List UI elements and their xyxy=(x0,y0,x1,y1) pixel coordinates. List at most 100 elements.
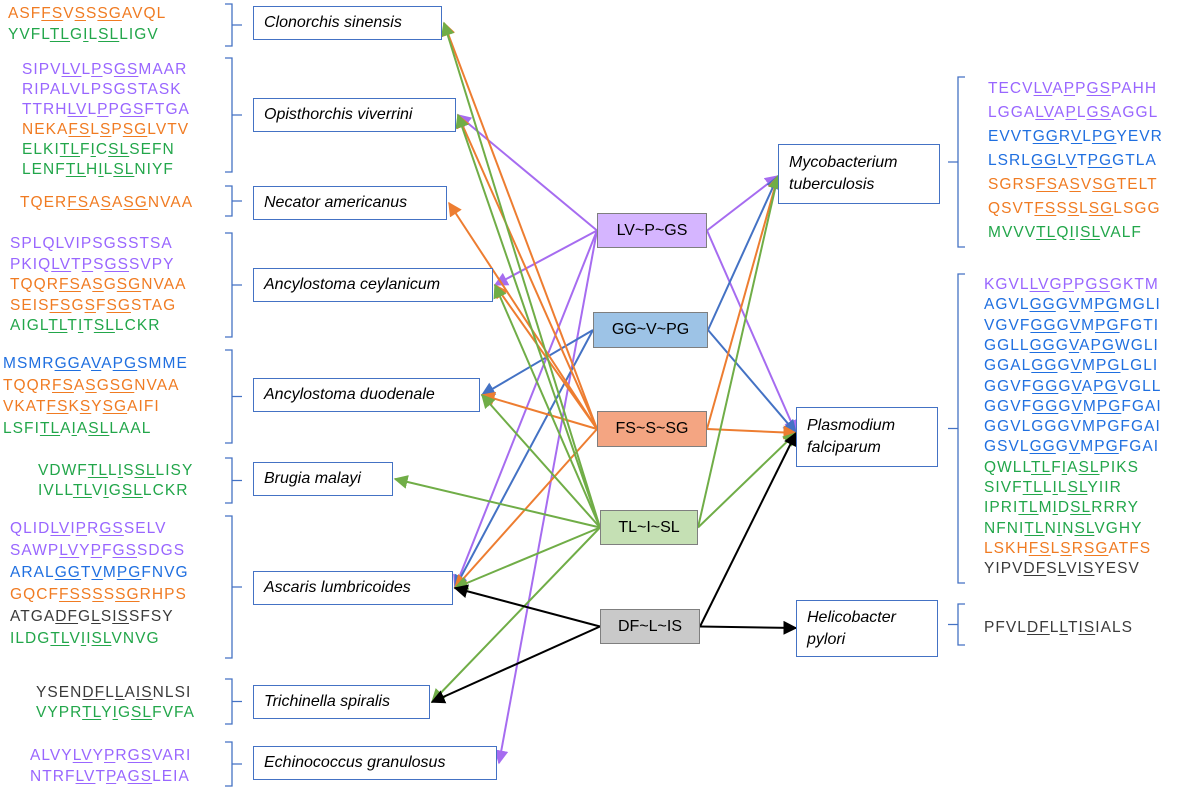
edge-fsssg-to-asca xyxy=(454,428,598,590)
sequence-line: GGLLGGGVAPGWGLI xyxy=(984,336,1159,354)
motif-label: FS~S~SG xyxy=(615,420,689,437)
edge-ggvpg-to-plas xyxy=(707,329,797,435)
organism-mycobacterium-tuberculosis: Mycobacterium tuberculosis xyxy=(778,144,940,204)
sequence-line: VKATFSKSYSGAIFI xyxy=(3,398,160,415)
group-bracket xyxy=(225,678,242,725)
edge-tlisl-to-clon xyxy=(441,21,601,528)
sequence-line: ATGADFGLSISSFSY xyxy=(10,608,174,625)
sequence-line: ELKITLFICSLSEFN xyxy=(22,141,175,158)
sequence-line: LSFITLAIASLLAAL xyxy=(3,419,152,437)
organism-label: Echinococcus granulosus xyxy=(264,754,446,771)
sequence-line: NTRFLVTPAGSLEIA xyxy=(30,768,190,785)
edge-tlisl-to-aduo xyxy=(481,393,601,529)
edge-tlisl-to-brug xyxy=(393,475,601,529)
organism-label: Trichinella spiralis xyxy=(264,693,390,710)
edge-ggvpg-to-aduo xyxy=(480,329,594,396)
organism-label: Brugia malayi xyxy=(264,470,361,487)
sequence-line: IPRITLMIDSLRRRY xyxy=(984,499,1140,517)
edge-fsssg-to-acey xyxy=(494,283,598,430)
edge-lvpgs-to-asca xyxy=(453,230,598,590)
group-bracket xyxy=(225,349,242,444)
organism-ancylostoma-duodenale: Ancylostoma duodenale xyxy=(253,378,480,412)
edge-lvpgs-to-opis xyxy=(456,114,598,232)
organism-label: Plasmodium xyxy=(807,417,896,434)
sequence-line: VYPRTLYIGSLFVFA xyxy=(36,704,196,721)
sequence-line: MSMRGGAVAPGSMME xyxy=(3,355,188,372)
motif-label: TL~I~SL xyxy=(618,518,680,536)
edge-tlisl-to-plas xyxy=(697,432,798,529)
motif-label: DF~L~IS xyxy=(617,617,683,635)
edge-lvpgs-to-acey xyxy=(493,229,598,286)
edge-tlisl-to-tric xyxy=(431,526,601,704)
organism-echinococcus-granulosus: Echinococcus granulosus xyxy=(253,746,497,780)
edge-dflis-to-heli xyxy=(699,620,798,635)
motif-fs-s-sg: FS~S~SG xyxy=(597,411,707,447)
edge-tlisl-to-myco xyxy=(697,174,783,528)
sequence-line: GQCFFSSSSSGRHPS xyxy=(10,586,187,603)
motif-gg-v-pg: GG~V~PG xyxy=(593,312,708,348)
edge-tlisl-to-opis xyxy=(455,113,601,528)
sequence-line: ASFFSVSSSGAVQL xyxy=(8,5,167,22)
sequence-line: SPLQLVIPSGSSTSA xyxy=(10,235,173,252)
sequence-line: TQQRFSASGSGNVAA xyxy=(10,276,187,293)
edge-lvpgs-to-plas xyxy=(706,230,798,435)
organism-ascaris-lumbricoides: Ascaris lumbricoides xyxy=(253,571,453,605)
sequence-line: SIPVLVLPSGSMAAR xyxy=(22,61,188,78)
sequence-line: VDWFTLLISSLLISY xyxy=(38,462,194,479)
edge-fsssg-to-plas xyxy=(706,425,798,440)
edge-dflis-to-plas xyxy=(699,431,797,627)
group-bracket xyxy=(225,457,242,504)
sequence-line: SAWPLVYPFGSSDGS xyxy=(10,542,186,559)
motif-lv-p-gs: LV~P~GS xyxy=(597,213,707,248)
sequence-line: ILDGTLVIISLVNVG xyxy=(10,630,160,647)
edge-tlisl-to-acey xyxy=(493,283,601,528)
sequence-line: LSRLGGLVTPGGTLA xyxy=(988,152,1157,169)
sequence-line: NFNITLNINSLVGHY xyxy=(984,519,1143,537)
sequence-line: GGALGGGVMPGLGLI xyxy=(984,357,1159,375)
edge-fsssg-to-aduo xyxy=(480,391,598,430)
organism-label: Opisthorchis viverrini xyxy=(264,106,413,123)
sequence-line: QWLLTLFIASLPIKS xyxy=(984,458,1140,476)
motif-df-l-is: DF~L~IS xyxy=(600,609,700,644)
group-bracket xyxy=(225,232,242,338)
organism-clonorchis-sinensis: Clonorchis sinensis xyxy=(253,6,442,40)
sequence-line: TECVLVAPPGSPAHH xyxy=(988,80,1158,97)
motif-tl-i-sl: TL~I~SL xyxy=(600,510,698,545)
sequence-line: YSENDFLLAISNLSI xyxy=(36,684,192,701)
sequence-line: EVVTGGRVLPGYEVR xyxy=(988,128,1163,145)
sequence-line: TQERFSASASGNVAA xyxy=(20,194,194,211)
edge-ggvpg-to-asca xyxy=(454,329,594,590)
edge-fsssg-to-neca xyxy=(448,201,598,430)
edge-fsssg-to-myco xyxy=(706,174,782,430)
sequence-line: ARALGGTVMPGFNVG xyxy=(10,564,189,581)
group-bracket xyxy=(225,741,242,787)
organism-brugia-malayi: Brugia malayi xyxy=(253,462,393,496)
sequence-line: GSVLGGGVMPGFGAI xyxy=(984,438,1160,456)
group-bracket xyxy=(225,3,242,47)
organism-label: pylori xyxy=(807,630,846,648)
sequence-line: PKIQLVTPSGSSVPY xyxy=(10,255,175,273)
organism-helicobacter-pylori: Helicobacter pylori xyxy=(796,600,938,657)
group-bracket xyxy=(225,185,242,217)
organism-label: Ancylostoma duodenale xyxy=(264,386,435,403)
sequence-line: TQQRFSASGSGNVAA xyxy=(3,376,180,394)
sequence-line: LGGALVAPLGSAGGL xyxy=(988,104,1159,121)
group-bracket xyxy=(225,57,242,173)
sequence-line: AIGLTLTITSLLCKR xyxy=(10,317,161,334)
organism-plasmodium-falciparum: Plasmodium falciparum xyxy=(796,407,938,467)
organism-ancylostoma-ceylanicum: Ancylostoma ceylanicum xyxy=(253,268,493,302)
sequence-line: LSKHFSLSRSGATFS xyxy=(984,539,1152,557)
group-bracket xyxy=(948,76,965,248)
sequence-line: GGVFGGGVAPGVGLL xyxy=(984,377,1162,395)
sequence-line: QLIDLVIPRGSSELV xyxy=(10,520,167,537)
sequence-line: YVFLTLGILSLLIGV xyxy=(8,26,159,43)
sequence-line: RIPALVLPSGSTASK xyxy=(22,81,182,98)
organism-label: tuberculosis xyxy=(789,176,875,193)
organism-label: Necator americanus xyxy=(264,194,408,211)
sequence-line: YIPVDFSLVISYESV xyxy=(984,560,1140,578)
edge-dflis-to-asca xyxy=(453,584,601,628)
organism-label: Ascaris lumbricoides xyxy=(264,579,411,596)
sequence-line: VGVFGGGVMPGFGTI xyxy=(984,316,1160,334)
